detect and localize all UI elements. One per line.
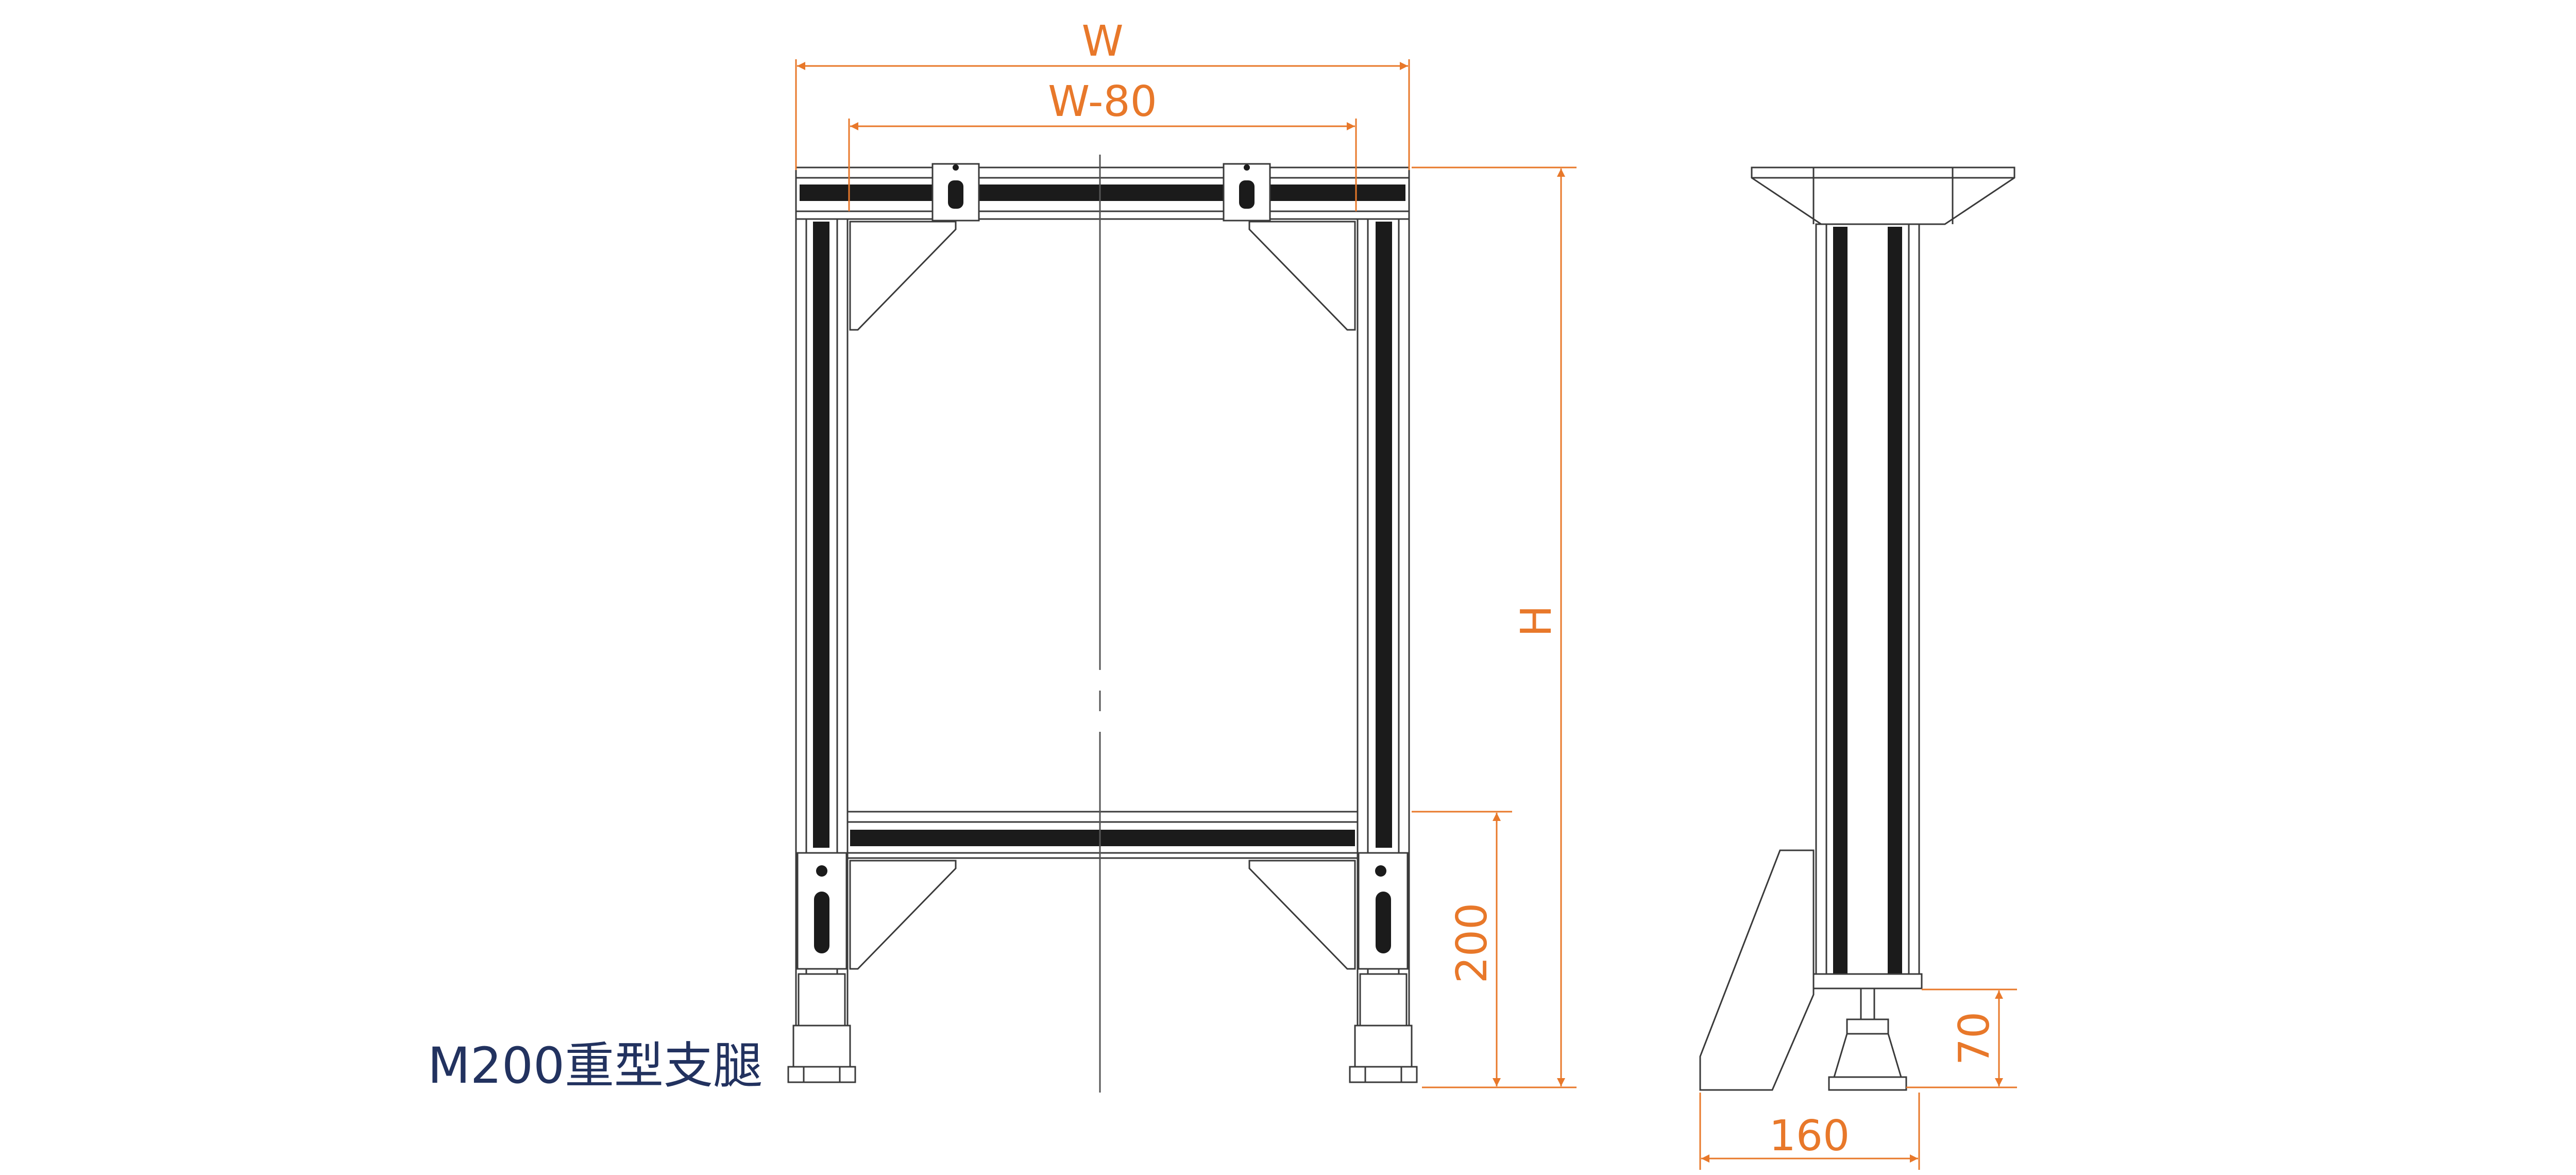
side-leg-profile xyxy=(1812,223,1923,989)
left-leveling-foot xyxy=(787,1025,856,1083)
top-beam xyxy=(795,166,1410,220)
side-view xyxy=(1699,166,2015,1091)
gusset-top-left xyxy=(849,221,957,331)
top-bracket-left xyxy=(931,163,980,222)
left-foot-plate xyxy=(796,852,848,1027)
dimensions xyxy=(795,59,2017,1170)
side-angle-support xyxy=(1699,849,1815,1091)
drawing-caption: M200重型支腿 xyxy=(428,1037,763,1095)
dim-label-w-80: W-80 xyxy=(1048,77,1157,126)
dim-label-w: W xyxy=(1081,17,1123,66)
right-foot-plate xyxy=(1358,852,1409,1027)
side-leveling-foot xyxy=(1828,987,1907,1091)
dim-label-h: H xyxy=(1512,605,1561,637)
dim-label-70: 70 xyxy=(1950,1012,1999,1065)
dim-label-160: 160 xyxy=(1769,1112,1850,1161)
dim-label-200: 200 xyxy=(1448,903,1497,984)
gusset-bottom-left xyxy=(849,860,957,970)
gusset-bottom-right xyxy=(1248,860,1356,970)
gusset-top-right xyxy=(1248,221,1356,331)
side-top-bracket xyxy=(1751,166,2015,225)
top-bracket-right xyxy=(1223,163,1271,222)
front-view xyxy=(787,155,1418,1093)
right-leveling-foot xyxy=(1349,1025,1418,1083)
lower-crossbar xyxy=(846,811,1359,859)
